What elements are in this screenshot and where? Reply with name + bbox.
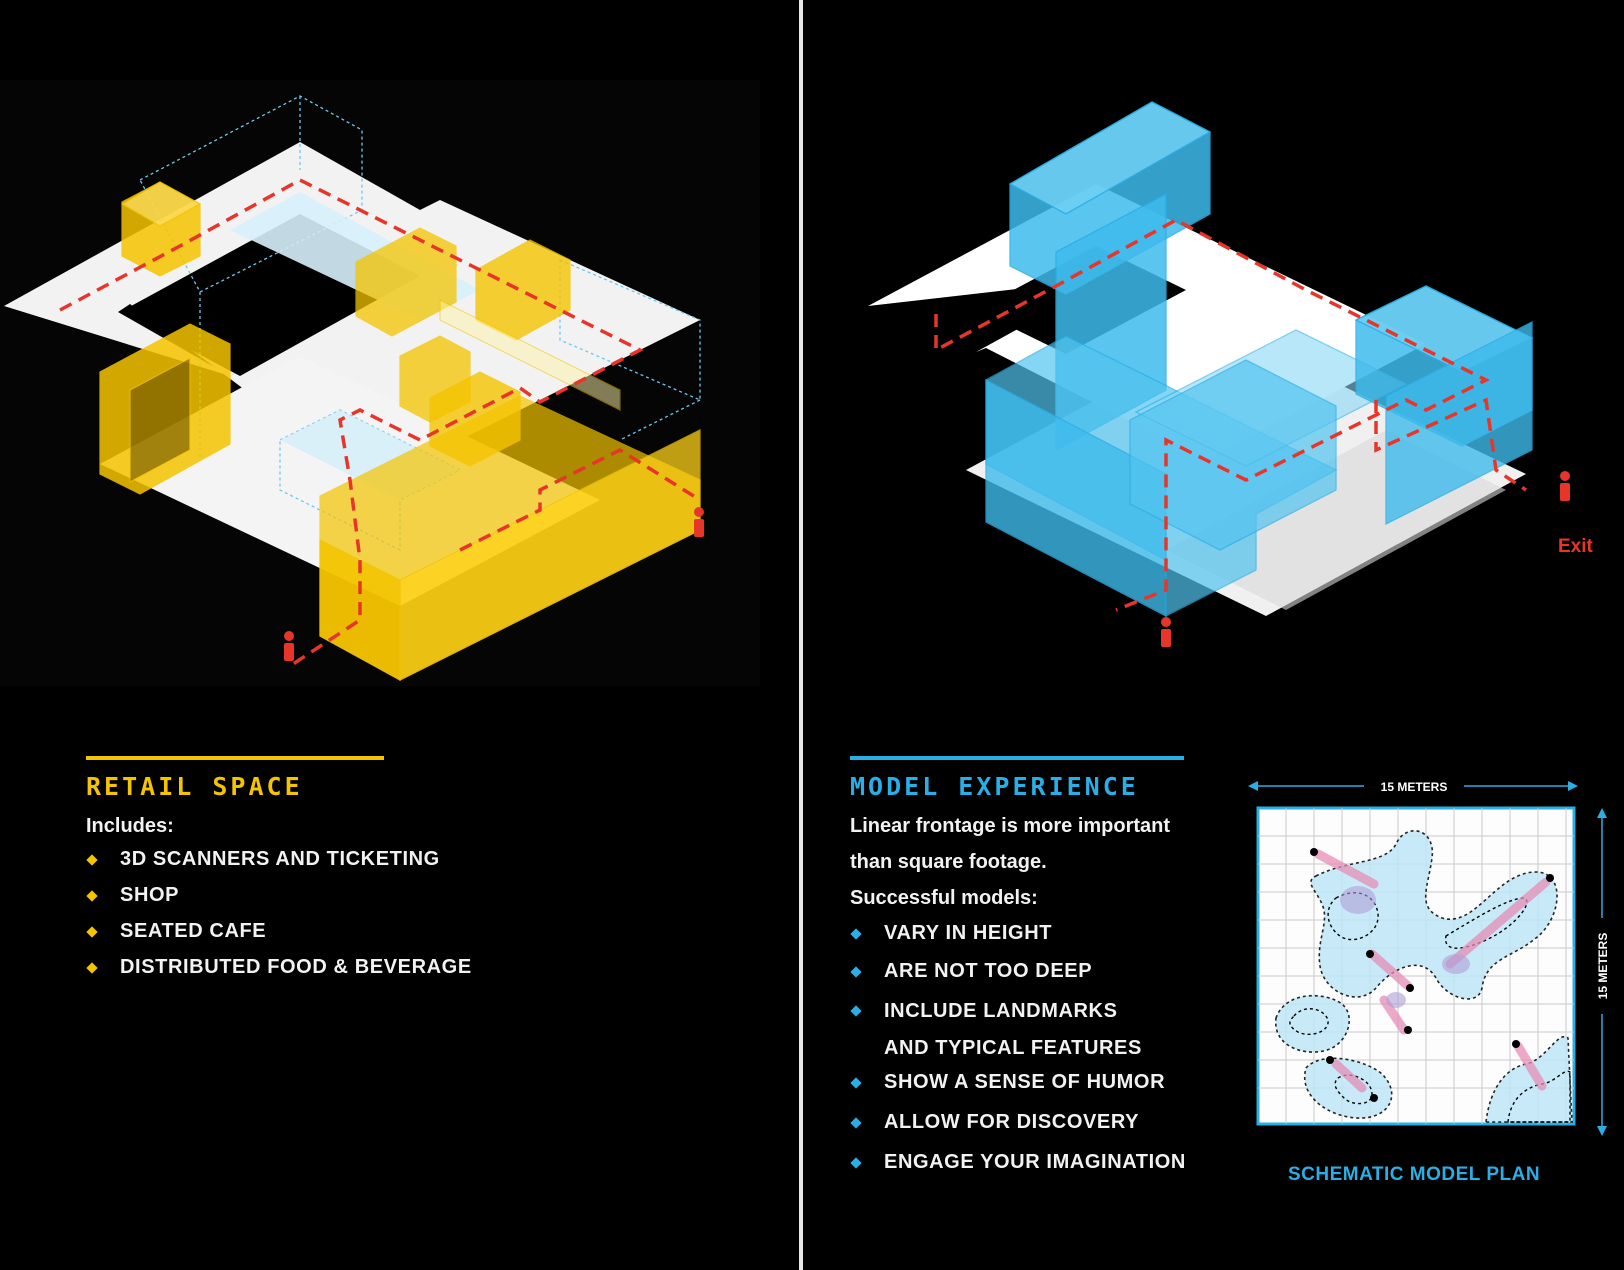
diamond-bullet-icon: [850, 928, 862, 940]
retail-title-rule: [86, 756, 384, 760]
list-item: ARE NOT TOO DEEP: [850, 960, 1186, 1000]
list-item: ENGAGE YOUR IMAGINATION: [850, 1151, 1186, 1191]
person-icon: [1161, 617, 1171, 647]
list-item: ALLOW FOR DISCOVERY: [850, 1111, 1186, 1151]
schematic-model-plan: 15 METERS 15 METERS: [1246, 768, 1618, 1140]
list-item: SHOP: [86, 884, 472, 920]
diamond-bullet-icon: [850, 1005, 862, 1017]
exit-label: Exit: [1558, 536, 1594, 557]
diamond-bullet-icon: [86, 854, 98, 866]
model-intro-line-2: than square footage.: [850, 851, 1047, 873]
plan-height-label: 15 METERS: [1596, 933, 1610, 1000]
entry-marker-icon: [1310, 848, 1554, 1102]
retail-title: RETAIL SPACE: [86, 772, 303, 801]
list-item: DISTRIBUTED FOOD & BEVERAGE: [86, 956, 472, 992]
list-item: SEATED CAFE: [86, 920, 472, 956]
diamond-bullet-icon: [86, 926, 98, 938]
model-intro-line-1: Linear frontage is more important: [850, 815, 1171, 837]
retail-list: 3D SCANNERS AND TICKETING SHOP SEATED CA…: [86, 848, 472, 992]
circulation-path: [934, 218, 1527, 612]
model-panel: Exit MODEL EXPERIENCE Linear frontage is…: [806, 0, 1624, 1270]
plan-caption: SCHEMATIC MODEL PLAN: [1288, 1164, 1541, 1185]
retail-isometric-diagram: [0, 80, 760, 686]
diamond-bullet-icon: [850, 1117, 862, 1129]
model-isometric-diagram: Exit: [866, 90, 1624, 670]
model-intro-line-3: Successful models:: [850, 887, 1038, 909]
panel-divider: [799, 0, 803, 1270]
person-icon: [1560, 471, 1570, 501]
diamond-bullet-icon: [86, 962, 98, 974]
diamond-bullet-icon: [86, 890, 98, 902]
person-icon: [284, 631, 294, 661]
plan-width-label: 15 METERS: [1381, 780, 1448, 794]
model-title: MODEL EXPERIENCE: [850, 772, 1139, 801]
retail-panel: RETAIL SPACE Includes: 3D SCANNERS AND T…: [0, 0, 800, 1270]
model-title-rule: [850, 756, 1184, 760]
list-item: 3D SCANNERS AND TICKETING: [86, 848, 472, 884]
list-item: SHOW A SENSE OF HUMOR: [850, 1071, 1186, 1111]
retail-intro: Includes:: [86, 815, 174, 837]
list-item: VARY IN HEIGHT: [850, 922, 1186, 960]
diamond-bullet-icon: [850, 1157, 862, 1169]
person-icon: [694, 507, 704, 537]
model-list: VARY IN HEIGHT ARE NOT TOO DEEP INCLUDE …: [850, 922, 1186, 1191]
retail-volumes: [99, 181, 701, 682]
diamond-bullet-icon: [850, 966, 862, 978]
diamond-bullet-icon: [850, 1077, 862, 1089]
circulation-path: [59, 178, 701, 668]
